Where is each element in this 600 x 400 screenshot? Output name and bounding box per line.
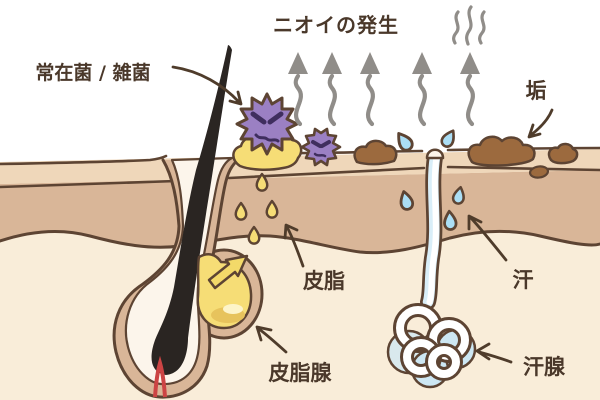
bacterium-eyes <box>250 111 284 125</box>
odor-arrow-head <box>322 52 342 74</box>
dirt-label: 垢 <box>526 79 547 103</box>
bacteria-label: 常在菌 / 雑菌 <box>35 61 150 84</box>
dirt-clump <box>353 139 398 166</box>
bacterium-mouth <box>313 152 327 158</box>
odor-arrow-tail <box>327 73 337 127</box>
sebaceous-gland-label: 皮脂腺 <box>269 361 333 385</box>
odor-arrow <box>322 52 342 127</box>
odor-arrow <box>360 52 380 127</box>
odor-arrow-head <box>360 52 380 74</box>
dirt-clump <box>467 135 536 167</box>
sweat-pointer-arrow <box>467 214 508 262</box>
page-title: ニオイの発生 <box>273 13 399 37</box>
label-pointers <box>171 65 554 364</box>
bacteria-icon-large <box>235 92 299 156</box>
odor-arrow-tail <box>417 73 427 127</box>
sebum-droplets <box>234 172 279 245</box>
sebum-droplet <box>255 172 269 192</box>
sweat-pore <box>425 148 445 160</box>
dirt-clump <box>547 142 579 165</box>
odor-arrow-head <box>412 52 432 74</box>
sebum-droplet <box>265 199 279 219</box>
follicle-outline <box>112 156 243 399</box>
odor-arrow-tail <box>365 73 375 127</box>
sebum-flow-arrow <box>207 254 249 290</box>
sweat-label: 汗 <box>513 268 534 292</box>
steam-wisp <box>452 10 460 45</box>
hair-shaft <box>151 45 232 375</box>
sweat-gland-icon <box>386 303 477 389</box>
sweat-droplet <box>440 129 455 148</box>
stratum-bottom-line <box>0 165 600 189</box>
sweat-duct-core <box>426 154 440 305</box>
bacteria-pointer-arrow <box>171 65 243 106</box>
odor-arrow-tail <box>293 73 303 127</box>
sweat-droplet <box>399 190 415 211</box>
odor-arrow-head <box>460 52 480 74</box>
dirt-pointer-arrow <box>527 108 554 139</box>
text-labels: ニオイの発生 常在菌 / 雑菌 垢 皮脂 皮脂腺 汗 汗腺 <box>35 13 566 385</box>
sweat-droplet <box>451 185 465 205</box>
epidermis-layer <box>0 170 600 253</box>
steam-wisp <box>478 10 486 45</box>
dirt-clump <box>528 165 550 179</box>
odor-arrow <box>460 52 480 127</box>
sweat-droplet <box>443 209 458 231</box>
sweat-droplet <box>397 132 414 152</box>
bacteria-icon-small <box>300 127 342 167</box>
odor-rising-arrows <box>288 5 486 127</box>
surface-bacteria <box>232 92 342 171</box>
epidermis-bottom-line <box>0 229 600 255</box>
sebum-pointer-arrow <box>283 223 305 268</box>
sebum-label: 皮脂 <box>303 269 345 293</box>
sweat-system <box>386 129 477 389</box>
steam-icon <box>452 5 486 46</box>
sebum-droplet <box>234 201 248 221</box>
hair-follicle <box>112 45 264 399</box>
sebaceous-gland-pointer-arrow <box>255 325 288 354</box>
sebum-droplet <box>247 225 261 245</box>
odor-arrow-head <box>288 52 308 74</box>
sweat-gland-pointer-arrow <box>475 342 513 364</box>
sweat-droplets <box>397 129 465 231</box>
steam-wisp <box>465 5 473 46</box>
gland-coil-loop <box>428 346 460 378</box>
gland-highlight <box>223 304 243 314</box>
bacterium-mouth <box>254 133 280 143</box>
stratum-corneum-band <box>0 149 600 184</box>
bacterium-body <box>235 92 299 156</box>
hair-papilla <box>153 355 167 398</box>
sweat-gland-label: 汗腺 <box>523 355 566 379</box>
odor-arrow <box>288 52 308 127</box>
odor-arrow <box>412 52 432 127</box>
dirt-clumps <box>353 135 579 179</box>
odor-arrow-tail <box>465 73 475 127</box>
bacterium-eyes <box>311 140 331 148</box>
